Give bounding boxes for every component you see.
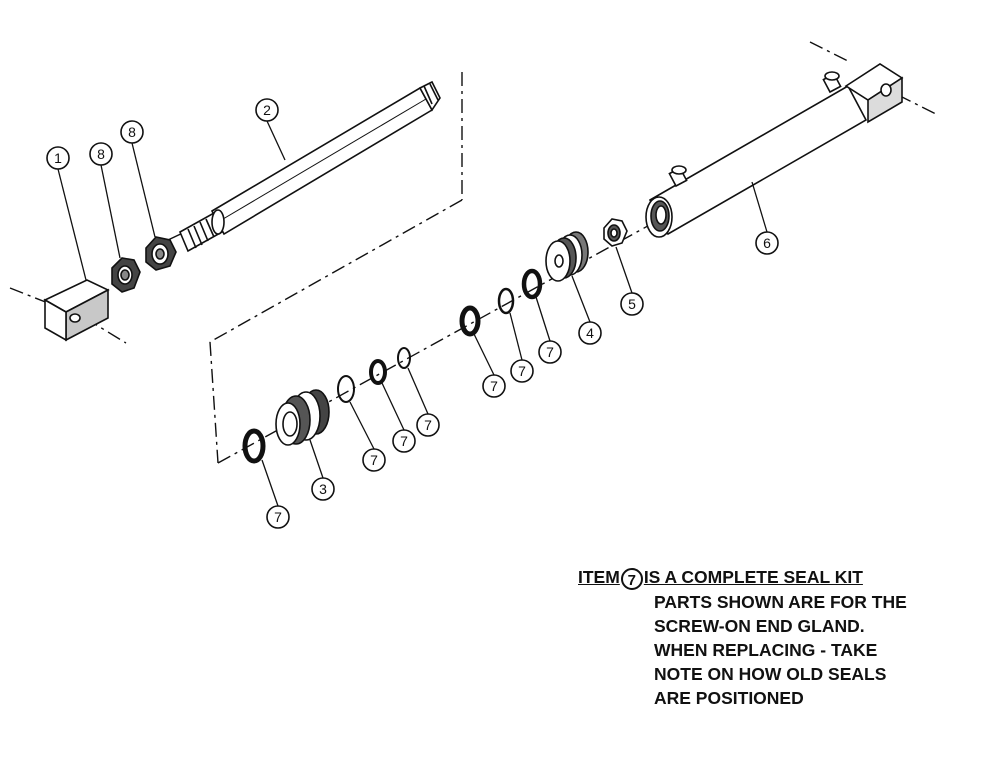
note-line: PARTS SHOWN ARE FOR THE	[654, 592, 907, 612]
note-item-number: 7	[620, 568, 643, 590]
callout-label: 3	[319, 481, 327, 497]
note-body: PARTS SHOWN ARE FOR THE SCREW-ON END GLA…	[654, 590, 988, 710]
end-gland-part-3	[275, 389, 330, 446]
leader-lines	[57, 120, 768, 507]
seal-ring	[242, 428, 266, 464]
callout-item-5: 5	[620, 292, 644, 316]
callout-item-7: 7	[266, 505, 290, 529]
callout-label: 7	[274, 509, 282, 525]
seal-ring	[369, 359, 387, 385]
clevis-block-part-1	[43, 279, 110, 342]
callout-item-8-right: 8	[120, 120, 144, 144]
callout-item-3: 3	[311, 477, 335, 501]
callout-label: 7	[400, 433, 408, 449]
seal-ring	[497, 287, 515, 315]
piston-nut-part-5	[603, 218, 628, 247]
callout-item-7: 7	[538, 340, 562, 364]
callout-item-8-left: 8	[89, 142, 113, 166]
callout-item-1: 1	[46, 146, 70, 170]
piston-part-4	[545, 231, 589, 282]
note-title-suffix: IS A COMPLETE SEAL KIT	[643, 567, 863, 587]
seal-ring	[337, 375, 355, 403]
piston-rod-part-2	[178, 80, 441, 253]
callout-item-7: 7	[482, 374, 506, 398]
callout-label: 8	[128, 124, 136, 140]
note-line: WHEN REPLACING - TAKE	[654, 640, 878, 660]
seal-ring	[459, 305, 481, 337]
callout-label: 7	[546, 344, 554, 360]
cylinder-barrel-part-6	[645, 63, 904, 238]
callout-item-6: 6	[755, 231, 779, 255]
callout-label: 5	[628, 296, 636, 312]
callout-item-7: 7	[362, 448, 386, 472]
note-item-prefix: ITEM	[578, 567, 620, 587]
callout-label: 6	[763, 235, 771, 251]
callout-label: 2	[263, 102, 271, 118]
note-line: NOTE ON HOW OLD SEALS	[654, 664, 887, 684]
nut-part-8-left	[111, 257, 141, 293]
callout-label: 8	[97, 146, 105, 162]
seal-rings-part-7	[242, 268, 543, 464]
seal-ring	[397, 347, 411, 369]
note-line: ARE POSITIONED	[654, 688, 804, 708]
callout-item-7: 7	[416, 413, 440, 437]
callout-item-7: 7	[510, 359, 534, 383]
note-line: SCREW-ON END GLAND.	[654, 616, 865, 636]
callout-label: 7	[518, 363, 526, 379]
seal-ring	[521, 268, 543, 300]
callout-item-7: 7	[392, 429, 416, 453]
callout-label: 7	[424, 417, 432, 433]
callout-label: 7	[370, 452, 378, 468]
nut-part-8-right	[145, 236, 177, 271]
callout-label: 4	[586, 325, 594, 341]
callout-label: 1	[54, 150, 62, 166]
callout-label: 7	[490, 378, 498, 394]
callout-item-2: 2	[255, 98, 279, 122]
callout-item-4: 4	[578, 321, 602, 345]
